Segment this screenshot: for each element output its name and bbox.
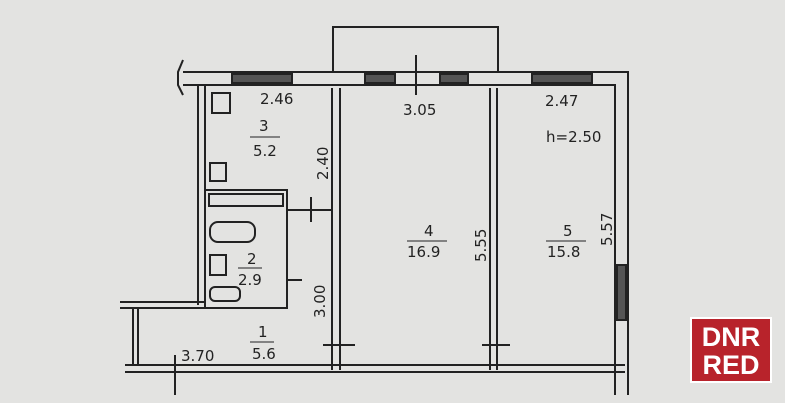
room-2-number: 2 [247, 250, 257, 268]
room4-length: 5.55 [472, 229, 490, 262]
watermark-line2: RED [702, 350, 760, 380]
room5-length: 5.57 [598, 213, 616, 246]
room-labels: 2.46 3 5.2 2.40 3.05 2.47 h=2.50 4 16.9 … [181, 90, 616, 365]
kitchen-width: 2.46 [260, 90, 293, 108]
window [364, 73, 396, 84]
room4-width: 3.05 [403, 101, 436, 119]
room-3-area: 5.2 [253, 142, 277, 160]
room-1-area: 5.6 [252, 345, 276, 363]
room-2-area: 2.9 [238, 271, 262, 289]
stove [211, 92, 231, 114]
room-5-area: 15.8 [547, 243, 580, 261]
window [616, 264, 627, 321]
sink [209, 254, 227, 276]
outer-wall [183, 71, 629, 395]
vent [208, 193, 284, 207]
toilet [209, 286, 241, 302]
room-5-number: 5 [563, 222, 573, 240]
window [231, 73, 293, 84]
room5-width: 2.47 [545, 92, 578, 110]
kitchen-length: 2.40 [314, 147, 332, 180]
watermark-line1: DNR [701, 322, 761, 352]
walls [120, 26, 629, 395]
window [531, 73, 593, 84]
room-4-number: 4 [424, 222, 434, 240]
room-1-number: 1 [258, 323, 268, 341]
room-3-number: 3 [259, 117, 269, 135]
stove-small [209, 162, 227, 182]
hall-width: 3.70 [181, 347, 214, 365]
corridor-length: 3.00 [311, 285, 329, 318]
ceiling-height: h=2.50 [546, 128, 601, 146]
window [439, 73, 469, 84]
watermark-logo: DNR RED [690, 317, 772, 383]
bathtub [209, 221, 256, 243]
room-4-area: 16.9 [407, 243, 440, 261]
